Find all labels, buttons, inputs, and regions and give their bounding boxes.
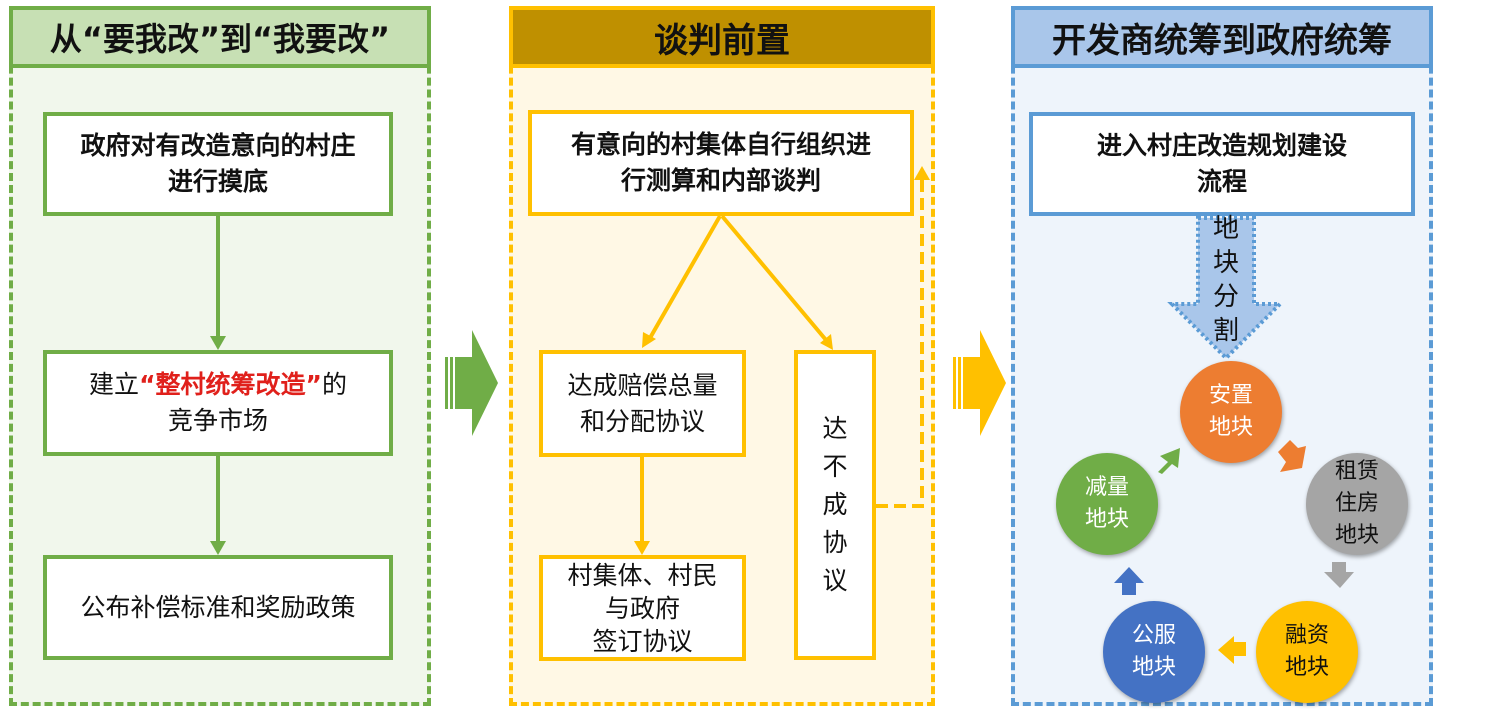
circle-label: 租赁 [1334,459,1379,484]
market-prefix: 建立 [89,370,140,399]
yellow-down-arrow [634,457,650,555]
panel2-header: 谈判前置 [509,6,935,68]
panel3-header: 开发商统筹到政府统筹 [1011,6,1433,68]
reduction-plot-circle: 减量 地块 [1056,453,1158,555]
survey-villages-box: 政府对有改造意向的村庄 进行摸底 [43,112,393,216]
no-agreement-char: 成 [822,490,848,519]
green-transition-arrow [445,330,498,436]
panel1-header: 从“要我改”到“我要改” [9,6,431,68]
no-agreement-char: 协 [822,528,848,557]
no-agreement-box: 达 不 成 协 议 [794,350,876,660]
circle-label: 地块 [1084,507,1129,532]
sign-agreement-box: 村集体、村民 与政府 签订协议 [539,555,746,661]
market-line2: 竞争市场 [167,406,268,435]
yellow-dashed-return-arrow [876,166,930,508]
circle-label: 地块 [1334,523,1379,548]
no-agreement-char: 不 [822,452,848,481]
circle-label: 安置 [1208,383,1253,408]
compensation-policy-box: 公布补偿标准和奖励政策 [43,555,393,660]
yellow-branch-arrow-left [642,215,722,348]
green-down-arrow [210,456,226,555]
plot-split-char: 地 [1212,214,1239,244]
cycle-arrow-to-rental [1278,440,1306,472]
internal-negotiation-box: 有意向的村集体自行组织进 行测算和内部谈判 [528,110,914,216]
market-suffix: 的 [321,370,347,399]
rental-housing-plot-circle: 租赁 住房 地块 [1306,453,1408,555]
no-agreement-char: 达 [822,414,848,443]
plot-split-char: 块 [1212,248,1239,278]
yellow-branch-arrow-right [720,214,833,350]
circle-label: 地块 [1284,655,1329,680]
plot-split-char: 割 [1212,316,1239,346]
agreement-reached-box: 达成赔偿总量 和分配协议 [539,350,746,457]
circle-label: 融资 [1284,623,1329,648]
yellow-transition-arrow [953,330,1006,436]
cycle-arrow-to-finance [1324,562,1354,588]
plot-split-down-arrow [1167,216,1285,361]
cycle-arrow-to-public [1218,636,1246,664]
public-service-plot-circle: 公服 地块 [1103,601,1205,703]
no-agreement-text: 达 不 成 协 议 [822,410,847,600]
green-down-arrow [210,216,226,350]
cycle-arrow-to-reduce [1114,567,1144,595]
resettlement-plot-circle: 安置 地块 [1180,361,1282,463]
market-highlight: “整村统筹改造” [139,370,322,399]
circle-label: 减量 [1084,475,1129,500]
plot-split-char: 分 [1212,282,1239,312]
circle-label: 公服 [1131,623,1176,648]
circle-label: 地块 [1131,655,1176,680]
planning-process-box: 进入村庄改造规划建设 流程 [1029,112,1415,216]
financing-plot-circle: 融资 地块 [1256,601,1358,703]
no-agreement-char: 议 [822,566,848,595]
circle-label: 地块 [1208,415,1253,440]
market-line1: 建立“整村统筹改造”的 [89,367,347,403]
cycle-arrow-to-resettle [1158,448,1180,474]
competitive-market-box: 建立“整村统筹改造”的 竞争市场 [43,350,393,456]
circle-label: 住房 [1334,491,1379,516]
plot-split-label: 地 块 分 割 [1198,212,1254,348]
